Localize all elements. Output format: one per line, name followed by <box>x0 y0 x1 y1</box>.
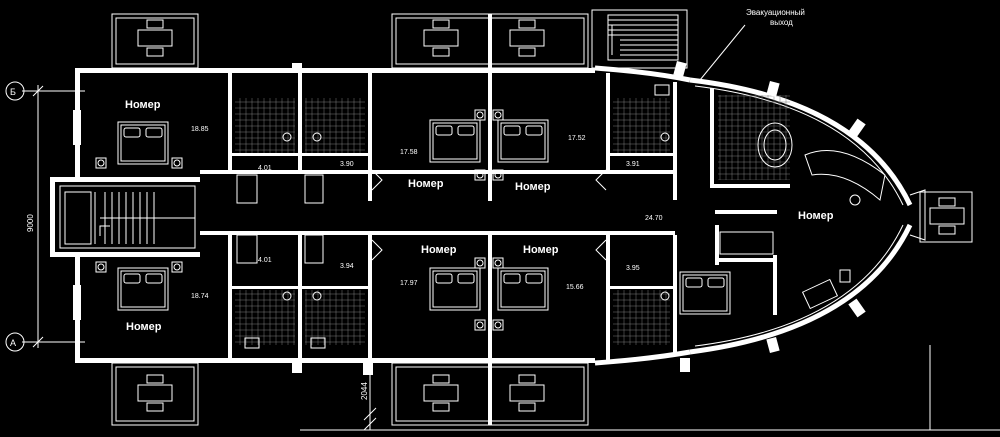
corridor-walls <box>200 170 675 235</box>
partitions <box>228 73 790 360</box>
room-area: 3.90 <box>340 161 354 168</box>
wardrobes <box>236 169 774 264</box>
balconies <box>111 13 973 426</box>
room-area: 18.74 <box>191 293 209 300</box>
room-area: 17.97 <box>400 280 418 287</box>
room-area: 3.95 <box>626 265 640 272</box>
room-label: Номер <box>523 244 559 256</box>
room-label: Номер <box>125 99 161 111</box>
evacuation-label-line2: выход <box>770 18 793 27</box>
room-area: 17.58 <box>400 149 418 156</box>
bathrooms <box>232 84 793 349</box>
room-label: Номер <box>408 178 444 190</box>
room-area: 4.01 <box>258 257 272 264</box>
room-label: Номер <box>798 210 834 222</box>
room-area: 15.66 <box>566 284 584 291</box>
axis-label-a: А <box>10 338 16 348</box>
room-area: 17.52 <box>568 135 586 142</box>
dimension-9000: 9000 <box>26 214 35 232</box>
room-label: Номер <box>126 321 162 333</box>
dimension-lines <box>300 345 1000 431</box>
room-area: 4.01 <box>258 165 272 172</box>
room-area: 3.91 <box>626 161 640 168</box>
dimension-2044: 2044 <box>360 382 369 400</box>
axis-lines <box>22 85 85 348</box>
axis-marker-b <box>5 81 25 101</box>
staircase-left <box>50 177 200 257</box>
room-area: 24.70 <box>645 215 663 222</box>
window-markers <box>73 60 866 375</box>
room-area: 18.85 <box>191 126 209 133</box>
room-label: Номер <box>421 244 457 256</box>
room-label: Номер <box>515 181 551 193</box>
axis-label-b: Б <box>10 87 16 97</box>
evacuation-stair <box>591 9 746 81</box>
suite-furniture <box>801 150 886 310</box>
axis-marker-a <box>5 332 25 352</box>
evacuation-label-line1: Эвакуационный <box>746 8 805 17</box>
room-area: 3.94 <box>340 263 354 270</box>
